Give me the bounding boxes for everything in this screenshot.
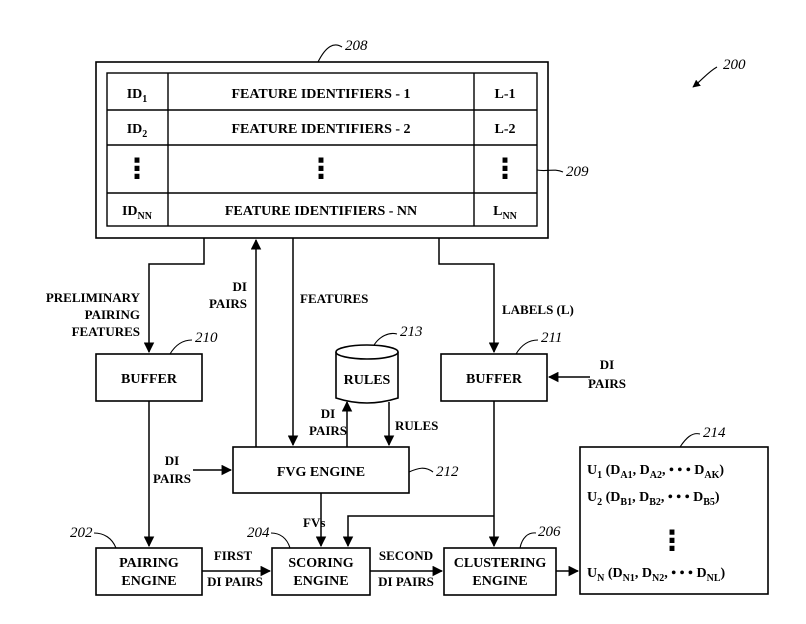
label-pairing: PAIRING [85,307,140,322]
label-di-up: DI [233,279,247,294]
table-outer-border [95,61,549,239]
rules-cylinder-top [335,344,399,360]
arrow-preliminary-features [143,238,205,354]
buffer-right-label: BUFFER [466,372,523,387]
arrow-labels [438,238,500,354]
cluster-output-block: 214 U1 (DA1, DA2, • • • DAK) U2 (DB1, DB… [579,425,769,595]
fvg-engine-ref: 212 [436,464,459,480]
table-cell-label: LNN [493,204,518,222]
label-pairs-up: PAIRS [209,296,247,311]
scoring-engine-box [271,547,371,596]
clustering-engine-leader [519,532,537,549]
arrow-labels-to-scoring [342,515,494,548]
table-cell-id: ID2 [127,122,148,140]
connectors [143,238,590,577]
cluster-output-leader [679,433,701,448]
pairing-engine-leader [93,532,117,549]
clustering-engine-label-1: CLUSTERING [454,556,547,571]
label-fvs: FVs [303,515,325,530]
pairing-engine-label-2: ENGINE [121,574,176,589]
label-first: FIRST [214,548,253,563]
cluster-row: U1 (DA1, DA2, • • • DAK) [587,463,724,481]
table-cell-id-ellipsis: ⋮ [123,152,151,185]
label-di-right: DI [600,357,614,372]
label-first-di-pairs: DI PAIRS [207,574,263,589]
edge-labels: PRELIMINARY PAIRING FEATURES DI PAIRS FE… [46,279,626,589]
pairing-engine-block: PAIRING ENGINE 202 [70,525,203,596]
table-ref-leader [317,44,343,63]
figure-ref-number: 200 [723,57,746,73]
figure-ref-arrow [692,66,718,88]
label-second: SECOND [379,548,433,563]
scoring-engine-block: SCORING ENGINE 204 [247,525,371,596]
buffer-right-block: BUFFER 211 [440,330,562,402]
cluster-row: U2 (DB1, DB2, • • • DB5) [587,490,720,508]
label-labels: LABELS (L) [502,302,574,317]
label-di-left: DI [165,453,179,468]
label-rules: RULES [395,418,438,433]
rules-cylinder-body [335,352,399,404]
clustering-engine-label-2: ENGINE [472,574,527,589]
label-preliminary: PRELIMINARY [46,290,141,305]
scoring-engine-label-1: SCORING [288,556,353,571]
pairing-engine-box [95,547,203,596]
table-cell-label-ellipsis: ⋮ [491,152,519,185]
table-cell-label: L-2 [495,122,516,137]
label-pairs-left: PAIRS [153,471,191,486]
scoring-engine-label-2: ENGINE [293,574,348,589]
cluster-output-ref: 214 [703,425,726,441]
clustering-engine-block: CLUSTERING ENGINE 206 [443,524,561,596]
label-features: FEATURES [300,291,368,306]
rows-ref-leader [536,169,564,173]
table-cell-features-ellipsis: ⋮ [307,152,335,185]
buffer-left-box [95,353,203,402]
table-cell-features: FEATURE IDENTIFIERS - 1 [231,87,410,102]
table-cell-label: L-1 [495,87,516,102]
label-pairs-rules: PAIRS [309,423,347,438]
buffer-left-label: BUFFER [121,372,178,387]
buffer-right-box [440,353,548,402]
rules-store: RULES 213 [335,324,423,404]
fvg-engine-box [232,446,410,494]
scoring-engine-leader [270,532,291,549]
rules-leader [373,332,398,346]
buffer-left-block: BUFFER 210 [95,330,218,402]
rows-ref-number: 209 [566,164,589,180]
feature-table: ID1 FEATURE IDENTIFIERS - 1 L-1 ID2 FEAT… [95,38,589,239]
label-di-rules: DI [321,406,335,421]
rules-ref: 213 [400,324,423,340]
table-cell-id: ID1 [127,87,148,105]
cluster-row: UN (DN1, DN2, • • • DNL) [587,566,726,584]
clustering-engine-ref: 206 [538,524,561,540]
rules-label: RULES [344,373,391,388]
cluster-vertical-ellipsis: ⋮ [658,524,686,557]
buffer-left-leader [169,339,193,355]
fvg-engine-label: FVG ENGINE [277,465,365,480]
table-cell-features: FEATURE IDENTIFIERS - NN [225,204,417,219]
table-inner-border [106,72,538,227]
scoring-engine-ref: 204 [247,525,270,541]
table-ref-number: 208 [345,38,368,54]
buffer-right-ref: 211 [541,330,562,346]
table-cell-id: IDNN [122,204,153,222]
label-features-left: FEATURES [72,324,140,339]
label-pairs-right: PAIRS [588,376,626,391]
pairing-engine-ref: 202 [70,525,93,541]
pairing-engine-label-1: PAIRING [119,556,179,571]
table-cell-features: FEATURE IDENTIFIERS - 2 [231,122,410,137]
buffer-right-leader [515,339,539,355]
fvg-engine-block: FVG ENGINE 212 [232,446,459,494]
clustering-engine-box [443,547,557,596]
cluster-output-box [579,446,769,595]
buffer-left-ref: 210 [195,330,218,346]
figure-ref: 200 [692,57,746,88]
label-second-di-pairs: DI PAIRS [378,574,434,589]
fvg-engine-leader [408,467,434,473]
